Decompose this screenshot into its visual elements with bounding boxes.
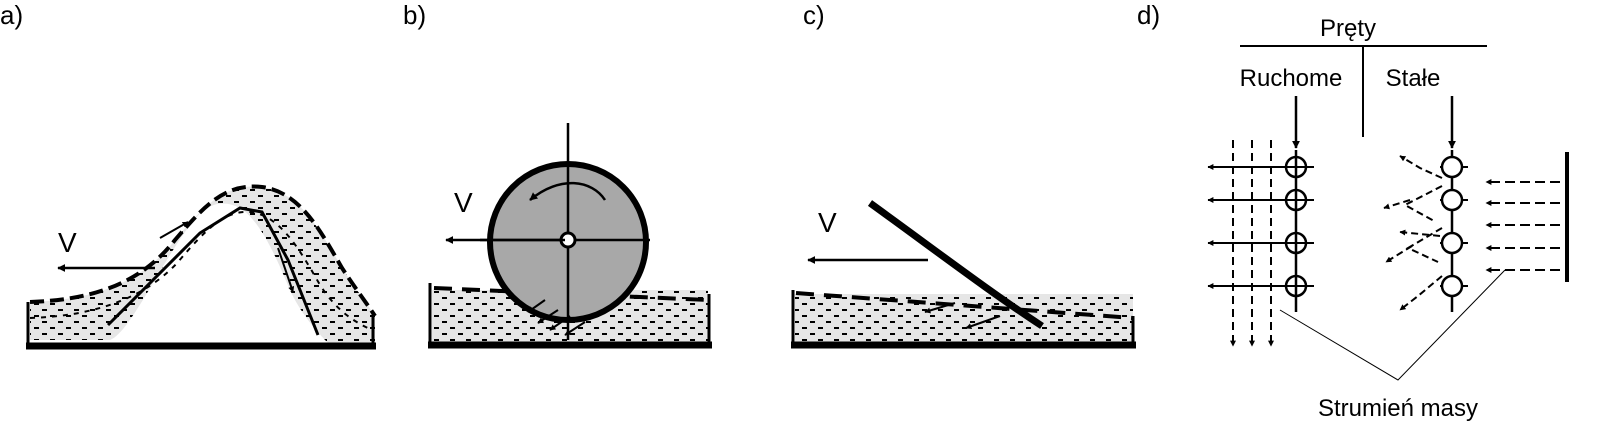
- panel-d-right-deflected-flow: [1383, 155, 1443, 311]
- panel-a: a) V: [0, 0, 377, 350]
- panel-a-label: a): [0, 0, 23, 30]
- panel-b-flow-arrow: [564, 321, 586, 336]
- panel-d-right-rod: [1440, 188, 1464, 212]
- panel-c-velocity-label: V: [818, 207, 837, 238]
- panel-c-flow-arrow: [924, 302, 956, 314]
- panel-d-left-heading: Ruchome: [1240, 65, 1343, 92]
- panel-a-mass-band: [30, 186, 375, 345]
- panel-d-left-rod: [1284, 188, 1308, 212]
- panel-b-flow-arrow: [537, 309, 559, 324]
- panel-d-left-rod: [1284, 274, 1308, 298]
- panel-d-left-rod: [1284, 155, 1308, 179]
- panel-b-label: b): [403, 0, 426, 30]
- panel-d-label: d): [1137, 0, 1160, 30]
- panel-d-right-rod: [1440, 231, 1464, 255]
- panel-d-right-rods: [1440, 155, 1468, 298]
- panel-b-velocity-label: V: [454, 187, 473, 218]
- panel-d-caption-leader: [1279, 269, 1506, 381]
- panel-b: b) V: [403, 0, 712, 349]
- panel-d-title: Pręty: [1320, 15, 1376, 42]
- panel-d-right-heading: Stałe: [1386, 65, 1441, 92]
- panel-d: d) Pręty Ruchome Stałe: [1137, 0, 1569, 422]
- panel-d-deflect-arrow: [1383, 199, 1411, 210]
- panel-d-right-rod: [1440, 274, 1464, 298]
- panel-d-deflect-arrow: [1399, 229, 1441, 237]
- panel-d-caption: Strumień masy: [1318, 395, 1478, 422]
- panel-a-flow-arrow-up: [159, 221, 189, 239]
- panel-d-deflect-zigzag: [1402, 185, 1443, 223]
- panel-b-mass-surface: [433, 286, 709, 302]
- panel-d-left-dashed-flow: [1230, 140, 1274, 347]
- panel-d-right-incoming-flow: [1485, 179, 1560, 273]
- panel-a-ramp: [106, 206, 320, 336]
- panel-b-flow-arrow: [527, 299, 546, 313]
- panel-a-upper-boundary: [29, 184, 377, 318]
- panel-d-deflect-arrow: [1399, 155, 1443, 179]
- panel-b-rotation-arrow: [529, 181, 607, 201]
- panel-d-left-rod: [1284, 231, 1308, 255]
- panel-c: c) V: [791, 0, 1136, 349]
- panel-a-flow-arrow-down: [277, 247, 295, 293]
- panel-c-flow-arrow: [965, 315, 1001, 330]
- panel-c-blade: [867, 200, 1044, 329]
- panel-c-mass-bed: [795, 294, 1133, 342]
- panel-d-deflect-arrow: [1399, 275, 1443, 311]
- panel-b-flow-arrow: [549, 315, 571, 331]
- panel-c-mass-surface: [795, 291, 1134, 320]
- panel-d-right-rod: [1440, 155, 1464, 179]
- panel-c-label: c): [803, 0, 825, 30]
- panel-a-middle-layer: [29, 210, 373, 331]
- panel-d-left-rods: [1207, 155, 1314, 298]
- panel-d-deflect-arrow: [1385, 245, 1413, 263]
- panel-a-velocity-label: V: [58, 227, 77, 258]
